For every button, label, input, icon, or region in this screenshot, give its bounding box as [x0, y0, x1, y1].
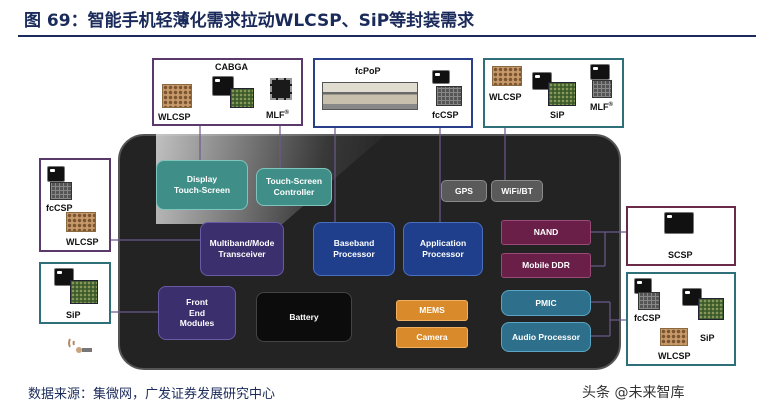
sip-logo-chip-icon [532, 72, 552, 90]
wlcsp-label: WLCSP [489, 92, 522, 102]
mlf-registered-mark: ® [608, 102, 613, 108]
wlcsp-label: WLCSP [66, 237, 99, 247]
mlf-label: MLF® [266, 110, 289, 120]
sip-board-icon [548, 82, 576, 106]
fccsp-logo-chip-icon [432, 70, 450, 84]
mlf-registered-mark: ® [284, 110, 289, 116]
fccsp-chip-icon [638, 292, 660, 310]
mlf-logo-chip-icon [590, 64, 610, 80]
sip-board-icon [698, 298, 724, 320]
wlcsp-chip-icon [660, 328, 688, 346]
wlcsp-label: WLCSP [158, 112, 191, 122]
scsp-chip-icon [664, 212, 694, 234]
nand-block: NAND [501, 220, 591, 245]
baseband-processor-block: Baseband Processor [313, 222, 395, 276]
fcpop-chip-icon [322, 82, 418, 110]
fccsp-label: fcCSP [634, 313, 661, 323]
mlf-text: MLF [266, 110, 285, 120]
mlf-label: MLF® [590, 102, 613, 112]
fccsp-label: fcCSP [432, 110, 459, 120]
audio-processor-block: Audio Processor [501, 322, 591, 352]
title-rule [18, 35, 756, 37]
scsp-label: SCSP [668, 250, 693, 260]
wlcsp-chip-icon [66, 212, 96, 232]
mlf-chip-icon [270, 78, 292, 100]
wifi-bt-block: WiFi/BT [491, 180, 543, 202]
application-processor-block: Application Processor [403, 222, 483, 276]
front-end-modules-block: Front End Modules [158, 286, 236, 340]
sip-label: SiP [700, 333, 715, 343]
source-note: 数据来源：集微网，广发证券发展研究中心 [28, 387, 276, 402]
fccsp-label: fcCSP [46, 203, 73, 213]
sip-label: SiP [66, 310, 81, 320]
multiband-transceiver-block: Multiband/Mode Transceiver [200, 222, 284, 276]
figure-title: 图 69：智能手机轻薄化需求拉动WLCSP、SiP等封装需求 [24, 11, 475, 31]
mlf-text: MLF [590, 102, 609, 112]
wifi-icon [68, 338, 92, 353]
display-touch-screen-block: Display Touch-Screen [156, 160, 248, 210]
fccsp-chip-icon [436, 86, 462, 106]
wlcsp-chip-icon [162, 84, 192, 108]
sip-board-icon [70, 280, 98, 304]
fccsp-chip-icon [50, 182, 72, 200]
gps-block: GPS [441, 180, 487, 202]
fccsp-logo-chip-icon [47, 166, 65, 182]
watermark: 头条 @未来智库 [582, 385, 685, 401]
sip-label: SiP [550, 110, 565, 120]
mobile-ddr-block: Mobile DDR [501, 253, 591, 278]
touch-screen-controller-block: Touch-Screen Controller [256, 168, 332, 206]
cabga-board-icon [230, 88, 254, 108]
mems-block: MEMS [396, 300, 468, 321]
cabga-chip-icon [212, 76, 234, 96]
sip-logo-chip-icon [682, 288, 702, 306]
wlcsp-chip-icon [492, 66, 522, 86]
camera-block: Camera [396, 327, 468, 348]
fcpop-label: fcPoP [355, 66, 381, 76]
battery-block: Battery [256, 292, 352, 342]
wlcsp-label: WLCSP [658, 351, 691, 361]
cabga-label: CABGA [215, 62, 248, 72]
sip-logo-chip-icon [54, 268, 74, 286]
mlf-chip-icon [592, 80, 612, 98]
pmic-block: PMIC [501, 290, 591, 316]
